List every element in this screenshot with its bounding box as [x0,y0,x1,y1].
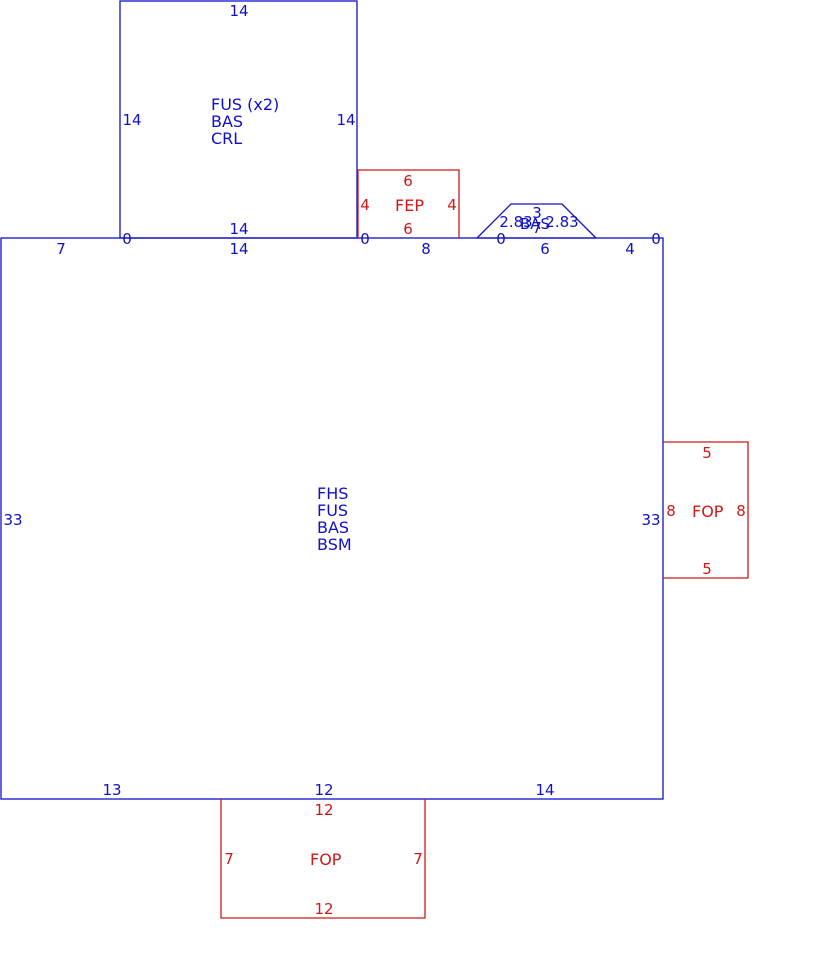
upper-left-corner-marker: 0 [122,230,132,248]
upper-right-corner-marker: 0 [360,230,370,248]
bay-left-dimension: 2.83 [499,213,532,231]
fep-bottom-dimension: 6 [403,220,413,238]
bay-right-dimension: 2.83 [545,213,578,231]
upper-story-outline [119,0,358,239]
main-top-right-a-dimension: 8 [421,240,431,258]
bay-corner-marker: 0 [496,230,506,248]
fep-top-dimension: 6 [403,172,413,190]
main-right-corner-marker: 0 [651,230,661,248]
main-bottom-left-dimension: 13 [102,781,121,799]
fop-bottom-right-dimension: 7 [413,850,423,868]
fop-right-porch-outline [663,441,749,579]
fop-right-area-label: FOP [692,502,724,521]
main-top-bay-dimension: 6 [540,240,550,258]
main-top-left-dimension: 7 [56,240,66,258]
upper-area-label-3: CRL [211,129,242,148]
fop-right-right-dimension: 8 [736,502,746,520]
main-area-label-2: FUS [317,501,348,520]
main-left-dimension: 33 [3,511,22,529]
fep-area-label: FEP [395,196,424,215]
fop-bottom-bottom-dimension: 12 [314,900,333,918]
fop-bottom-left-dimension: 7 [224,850,234,868]
bay-top-dimension: 3 [532,204,542,222]
fop-bottom-area-label: FOP [310,850,342,869]
fop-right-left-dimension: 8 [666,502,676,520]
fep-right-dimension: 4 [447,196,457,214]
fop-bottom-top-dimension: 12 [314,801,333,819]
fop-right-bottom-dimension: 5 [702,560,712,578]
bay-area-label: BAS [520,215,550,233]
main-top-right-b-dimension: 4 [625,240,635,258]
upper-top-dimension: 14 [229,2,248,20]
upper-left-dimension: 14 [122,111,141,129]
main-area-label-1: FHS [317,484,348,503]
main-area-label-3: BAS [317,518,349,537]
fep-left-dimension: 4 [360,196,370,214]
upper-bottom-dimension: 14 [229,220,248,238]
fep-porch-outline [357,169,460,238]
main-bottom-right-dimension: 14 [535,781,554,799]
upper-right-dimension: 14 [336,111,355,129]
bay-side-dimension: 7 [532,219,542,237]
main-top-mid-dimension: 14 [229,240,248,258]
upper-area-label-2: BAS [211,112,243,131]
upper-area-label-1: FUS (x2) [211,95,279,114]
fop-bottom-porch-outline [220,799,426,919]
main-area-label-4: BSM [317,535,352,554]
main-right-dimension: 33 [641,511,660,529]
main-bottom-mid-dimension: 12 [314,781,333,799]
fop-right-top-dimension: 5 [702,444,712,462]
bay-window-outline [475,203,598,239]
